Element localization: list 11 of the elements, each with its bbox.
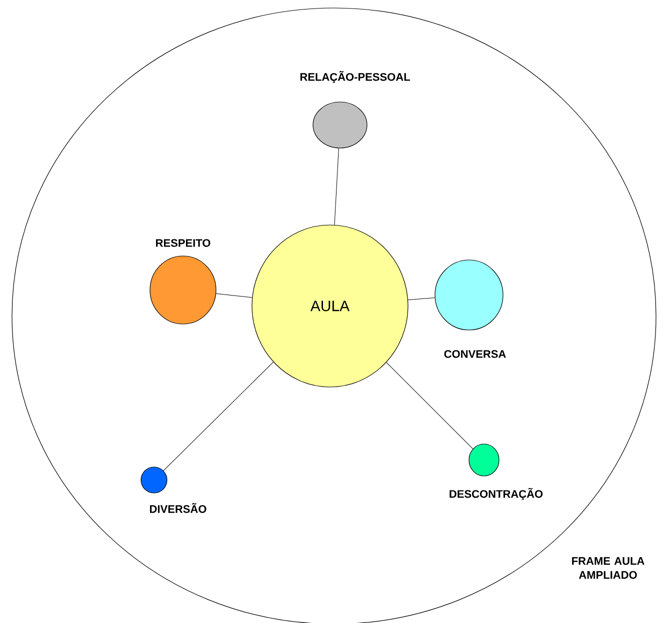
node-label: FRAME AULA AMPLIADO (572, 557, 644, 579)
node-label: RESPEITO (156, 239, 210, 247)
node-label: DESCONTRAÇÃO (450, 488, 543, 500)
connector-line (216, 293, 252, 298)
connector-line (386, 362, 474, 450)
connector-line (408, 297, 436, 300)
node-label: RELAÇÃO-PESSOAL (300, 70, 410, 84)
connector-line (163, 362, 274, 471)
connector-line (334, 148, 339, 226)
node-label: CONVERSA (444, 350, 506, 358)
node-label: DIVERSÃO (150, 503, 206, 513)
